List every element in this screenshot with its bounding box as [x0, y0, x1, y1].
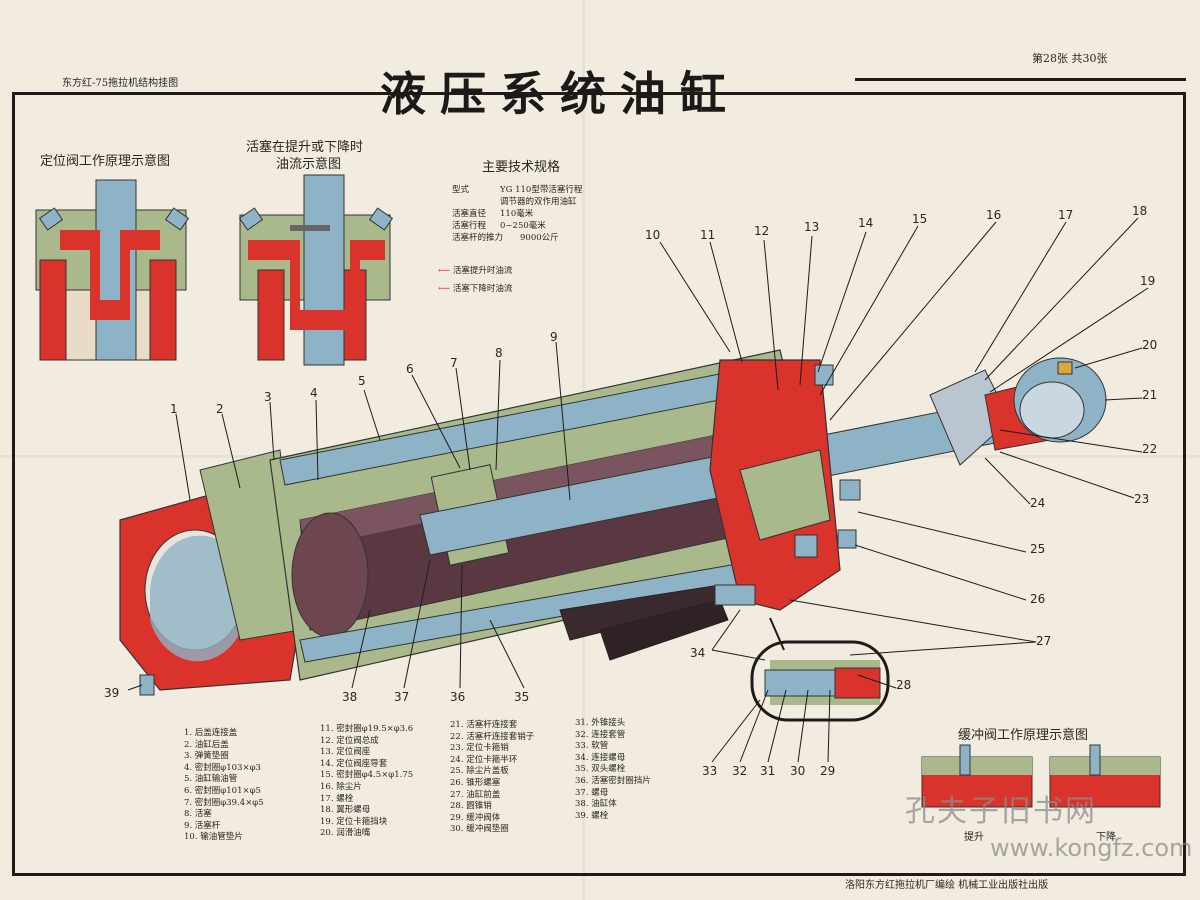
- positioning-valve-diagram: [35, 179, 190, 361]
- callout-7: 7: [450, 356, 458, 370]
- header-rule-right: [855, 78, 1186, 81]
- callout-12: 12: [754, 224, 770, 238]
- leader-lines: [127, 217, 1149, 763]
- callout-33: 33: [702, 764, 718, 778]
- callout-23: 23: [1134, 492, 1150, 506]
- nut-icon: [794, 534, 818, 558]
- caption-lift: 提升: [964, 832, 984, 843]
- flow-legend-down: ⟵ 活塞下降时油流: [438, 284, 513, 294]
- callout-16: 16: [986, 208, 1002, 222]
- callout-29: 29: [820, 764, 836, 778]
- footer-publisher: 洛阳东方红拖拉机厂编绘 机械工业出版社出版: [845, 880, 1049, 891]
- callout-24: 24: [1030, 496, 1046, 510]
- caption-lower: 下降: [1096, 832, 1116, 843]
- callout-17: 17: [1058, 208, 1074, 222]
- callout-36: 36: [450, 690, 466, 704]
- callout-19: 19: [1140, 274, 1156, 288]
- caption-buffer-valve: 缓冲阀工作原理示意图: [958, 728, 1089, 743]
- callout-34: 34: [690, 646, 706, 660]
- callout-1: 1: [170, 402, 178, 416]
- header-rule-left: [12, 92, 357, 95]
- callout-30: 30: [790, 764, 806, 778]
- callout-10: 10: [645, 228, 661, 242]
- callout-9: 9: [550, 330, 558, 344]
- buffer-detail-inset: [750, 617, 890, 722]
- sheet-number: 第28张 共30张: [1032, 52, 1108, 65]
- series-label: 东方红-75拖拉机结构挂图: [62, 78, 179, 89]
- page-title: 液压系统油缸: [380, 67, 740, 121]
- oil-flow-diagram: [238, 174, 394, 366]
- callout-25: 25: [1030, 542, 1046, 556]
- callout-11: 11: [700, 228, 716, 242]
- callout-15: 15: [912, 212, 928, 226]
- callout-31: 31: [760, 764, 776, 778]
- flow-legend-up: ⟵ 活塞提升时油流: [438, 266, 513, 276]
- callout-35: 35: [514, 690, 530, 704]
- spec-heading: 主要技术规格: [482, 160, 561, 175]
- callout-20: 20: [1142, 338, 1158, 352]
- callout-27: 27: [1036, 634, 1052, 648]
- buffer-valve-diagram: [921, 744, 1161, 808]
- caption-oil-flow-1: 活塞在提升或下降时: [246, 140, 364, 155]
- callout-37: 37: [394, 690, 410, 704]
- callout-32: 32: [732, 764, 748, 778]
- callout-38: 38: [342, 690, 358, 704]
- callout-5: 5: [358, 374, 366, 388]
- callout-22: 22: [1142, 442, 1158, 456]
- callout-6: 6: [406, 362, 414, 376]
- watermark-url: www.kongfz.com: [990, 834, 1193, 862]
- main-cylinder: [119, 349, 1107, 696]
- callout-26: 26: [1030, 592, 1046, 606]
- watermark-text: 孔夫子旧书网: [905, 794, 1097, 829]
- caption-positioning-valve: 定位阀工作原理示意图: [40, 154, 171, 169]
- callout-28: 28: [896, 678, 912, 692]
- callout-4: 4: [310, 386, 318, 400]
- callout-2: 2: [216, 402, 224, 416]
- spec-row: 调节器的双作用油缸: [500, 197, 577, 207]
- callout-13: 13: [804, 220, 820, 234]
- callout-18: 18: [1132, 204, 1148, 218]
- caption-oil-flow-2: 油流示意图: [276, 157, 342, 172]
- callout-39: 39: [104, 686, 120, 700]
- callout-21: 21: [1142, 388, 1158, 402]
- callout-3: 3: [264, 390, 272, 404]
- poster-frame: [12, 92, 1186, 876]
- callout-8: 8: [495, 346, 503, 360]
- callout-14: 14: [858, 216, 874, 230]
